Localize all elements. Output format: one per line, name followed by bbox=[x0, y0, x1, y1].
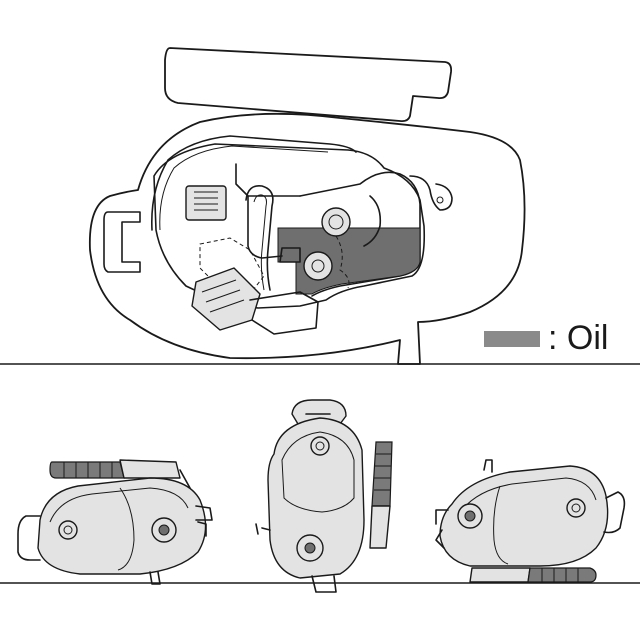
engine-body-right bbox=[439, 465, 609, 567]
cutaway-engine bbox=[88, 47, 526, 365]
grip-recess bbox=[103, 211, 141, 273]
fuel-cap-upright bbox=[310, 436, 330, 456]
tiller-grip-left bbox=[49, 461, 125, 479]
legend-oil-label: : Oil bbox=[548, 319, 609, 357]
engine-body-upright bbox=[267, 417, 365, 579]
engine-on-side-left bbox=[17, 459, 213, 585]
engine-on-side-right bbox=[435, 459, 626, 583]
fuel-cap-left bbox=[58, 520, 78, 540]
cowling-seal-inner bbox=[159, 145, 329, 231]
legend-oil-swatch bbox=[484, 331, 540, 347]
upper-gear bbox=[321, 207, 351, 237]
fuel-cap-right bbox=[566, 498, 586, 518]
mechanism bbox=[185, 163, 453, 291]
tiller-grip-right bbox=[527, 567, 597, 583]
lower-assembly bbox=[191, 267, 319, 335]
cowling-seal bbox=[151, 135, 357, 231]
tiller-grip-upright bbox=[371, 441, 393, 507]
tiller-handle bbox=[164, 47, 453, 123]
top-handle bbox=[291, 399, 347, 425]
engine-body-left bbox=[37, 477, 207, 575]
engine-upright bbox=[255, 399, 393, 593]
ghost-part bbox=[199, 237, 265, 295]
lower-gear bbox=[303, 251, 333, 281]
inner-housing bbox=[153, 143, 426, 309]
